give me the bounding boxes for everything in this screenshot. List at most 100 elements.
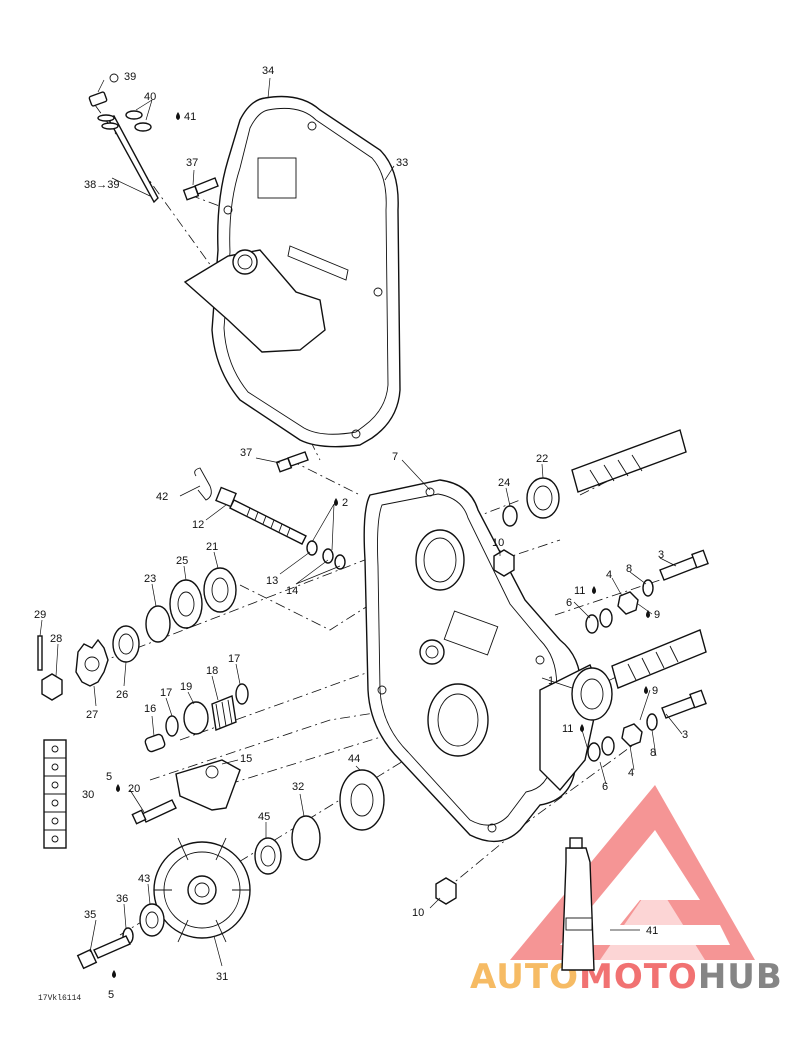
cover-inner-flange <box>223 107 389 435</box>
callout-43: 43 <box>138 873 150 885</box>
callout-20: 20 <box>128 783 140 795</box>
callout-7: 7 <box>392 451 398 463</box>
nut-10-lower <box>435 877 457 905</box>
callout-34: 34 <box>262 65 274 77</box>
roller-bearing-18 <box>211 695 237 731</box>
callout-29: 29 <box>34 609 46 621</box>
callout-5-lower: 5 <box>108 989 114 1001</box>
callout-8-lower: 8 <box>650 747 656 759</box>
callout-35: 35 <box>84 909 96 921</box>
callout-28: 28 <box>50 633 62 645</box>
cover-boss-hole <box>232 249 258 275</box>
callout-19: 19 <box>180 681 192 693</box>
callout-3-lower: 3 <box>682 729 688 741</box>
cover-outer-shell <box>211 95 401 448</box>
chain-30 <box>43 739 67 849</box>
housing-bolt-hole-2 <box>535 655 545 665</box>
washer-14b <box>334 554 346 570</box>
housing-upper-bore <box>415 529 465 591</box>
washer-17-left <box>165 715 179 737</box>
callout-23: 23 <box>144 573 156 585</box>
drop-icon-9-lower <box>644 686 648 694</box>
bolt-37-lower <box>275 451 309 473</box>
callout-12: 12 <box>192 519 204 531</box>
callout-2: 2 <box>342 497 348 509</box>
housing-upper-bore-inner <box>423 537 457 583</box>
washer-8-lower <box>646 713 658 731</box>
chaincase-cover <box>183 95 401 448</box>
nut-28 <box>41 673 63 701</box>
washer-13 <box>306 540 318 556</box>
drop-icon-9-upper <box>646 610 650 618</box>
dipstick-assembly <box>88 73 159 204</box>
callout-6-lower: 6 <box>602 781 608 793</box>
callout-25: 25 <box>176 555 188 567</box>
lower-shaft <box>611 629 707 689</box>
logo-text-moto: MOTO <box>579 957 698 997</box>
callout-21: 21 <box>206 541 218 553</box>
bearing-21 <box>203 567 237 613</box>
callout-13: 13 <box>266 575 278 587</box>
callout-10-lower: 10 <box>412 907 424 919</box>
washer-6a <box>585 614 599 634</box>
callout-9-lower: 9 <box>652 685 658 697</box>
spacer-16 <box>144 733 166 753</box>
drop-icon-2 <box>334 498 338 506</box>
housing-bolt-hole-1 <box>425 487 435 497</box>
nut-4-lower <box>621 723 643 747</box>
bearing-25 <box>169 579 203 629</box>
cotter-pin-42 <box>194 467 212 501</box>
callout-41-top: 41 <box>184 111 196 123</box>
seal-1 <box>571 667 613 721</box>
callout-41-bottle: 41 <box>646 925 658 937</box>
dipstick-o-ring-2 <box>101 122 119 130</box>
washer-6d <box>601 736 615 756</box>
callout-36: 36 <box>116 893 128 905</box>
housing-outer <box>363 479 582 843</box>
callout-18: 18 <box>206 665 218 677</box>
o-ring-24 <box>502 505 518 527</box>
washer-6c <box>587 742 601 762</box>
cover-bolt-hole-3 <box>351 429 361 439</box>
chaincase-housing <box>363 479 601 843</box>
callout-38-39: 38→39 <box>84 179 119 191</box>
clip-39 <box>109 73 119 83</box>
housing-lower-bore-inner <box>437 693 479 747</box>
ring-23 <box>145 605 171 643</box>
spacer-45 <box>254 837 282 875</box>
svg-text:AUTOMOTOHUB: AUTOMOTOHUB <box>470 957 783 997</box>
callout-4-upper: 4 <box>606 569 612 581</box>
lubricant-drop-icons <box>112 112 650 978</box>
washer-14a <box>322 548 334 564</box>
logo-text-auto: AUTO <box>470 957 579 997</box>
callout-22: 22 <box>536 453 548 465</box>
callout-39: 39 <box>124 71 136 83</box>
callout-11-lower: 11 <box>562 723 573 735</box>
callout-30: 30 <box>82 789 94 801</box>
leader-lines <box>39 77 683 967</box>
spacer-26 <box>112 625 140 663</box>
tensioner-bracket-15 <box>175 759 241 811</box>
spacer-43 <box>139 903 165 937</box>
dipstick-cap <box>88 91 108 107</box>
tensioner-bolt-12 <box>215 486 307 545</box>
drop-icon-5-lower <box>112 970 116 978</box>
callout-15: 15 <box>240 753 252 765</box>
callout-1: 1 <box>548 675 554 687</box>
upper-shaft <box>571 429 687 493</box>
housing-bolt-hole-3 <box>487 823 497 833</box>
roller-19 <box>183 701 209 735</box>
callout-24: 24 <box>498 477 510 489</box>
logo-text-hub: HUB <box>698 957 783 997</box>
callout-10-upper: 10 <box>492 537 504 549</box>
callout-37-upper: 37 <box>186 157 198 169</box>
sprocket-27 <box>75 638 109 687</box>
sprocket-31 <box>153 837 251 943</box>
callout-31: 31 <box>216 971 228 983</box>
callout-14: 14 <box>286 585 298 597</box>
housing-bolt-hole-4 <box>377 685 387 695</box>
bearing-44 <box>339 769 385 831</box>
callout-5-upper: 5 <box>106 771 112 783</box>
cover-bolt-hole-2 <box>373 287 383 297</box>
